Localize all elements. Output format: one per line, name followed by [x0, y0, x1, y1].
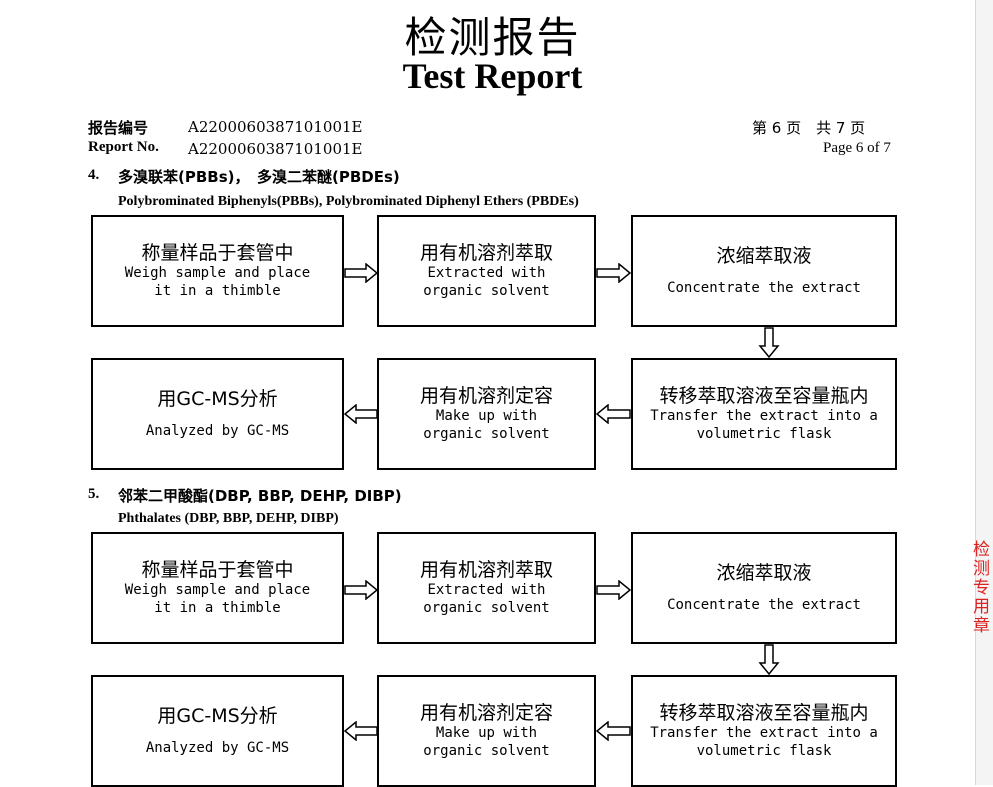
flow-step-concentrate: 浓缩萃取液 Concentrate the extract	[631, 532, 897, 644]
step-label-cn: 用有机溶剂萃取	[419, 241, 553, 264]
section-title-en: Phthalates (DBP, BBP, DEHP, DIBP)	[118, 511, 339, 526]
step-label-cn: 称量样品于套管中	[141, 241, 294, 264]
step-label-en: Weigh sample and place it in a thimble	[124, 264, 311, 299]
section-title-en: Polybrominated Biphenyls(PBBs), Polybrom…	[118, 194, 579, 209]
report-no-value: A2200060387101001E	[188, 118, 363, 136]
section-title-cn: 多溴联苯(PBBs)， 多溴二苯醚(PBDEs)	[118, 168, 400, 186]
step-label-cn: 浓缩萃取液	[716, 561, 812, 584]
arrow-left-icon	[596, 721, 631, 741]
step-label-en: Weigh sample and place it in a thimble	[124, 581, 311, 616]
arrow-right-icon	[344, 263, 378, 283]
arrow-left-icon	[344, 404, 378, 424]
step-label-cn: 转移萃取溶液至容量瓶内	[659, 384, 869, 407]
report-no-label-en: Report No.	[88, 139, 159, 155]
step-label-cn: 浓缩萃取液	[716, 244, 812, 267]
arrow-left-icon	[344, 721, 378, 741]
step-label-en: Concentrate the extract	[667, 279, 861, 296]
step-label-en: Analyzed by GC-MS	[145, 739, 290, 756]
step-label-en: Transfer the extract into a volumetric f…	[650, 724, 878, 759]
flow-step-make-up: 用有机溶剂定容 Make up with organic solvent	[377, 675, 596, 787]
step-label-cn: 用GC-MS分析	[157, 704, 278, 727]
step-label-en: Make up with organic solvent	[423, 724, 550, 759]
section-number: 4.	[88, 167, 100, 183]
flow-step-extract: 用有机溶剂萃取 Extracted with organic solvent	[377, 532, 596, 644]
page-indicator-cn: 第 6 页 共 7 页	[752, 119, 866, 137]
step-label-en: Make up with organic solvent	[423, 407, 550, 442]
arrow-down-icon	[758, 327, 780, 358]
report-title-en: Test Report	[402, 56, 583, 96]
step-label-cn: 用有机溶剂定容	[419, 384, 553, 407]
arrow-right-icon	[596, 263, 631, 283]
step-label-cn: 转移萃取溶液至容量瓶内	[659, 701, 869, 724]
step-label-en: Concentrate the extract	[667, 596, 861, 613]
step-label-en: Extracted with organic solvent	[423, 264, 550, 299]
arrow-down-icon	[758, 644, 780, 675]
step-label-cn: 称量样品于套管中	[141, 558, 294, 581]
report-title-cn: 检测报告	[404, 13, 581, 62]
step-label-en: Transfer the extract into a volumetric f…	[650, 407, 878, 442]
flow-step-weigh: 称量样品于套管中 Weigh sample and place it in a …	[91, 215, 344, 327]
flow-step-analyze: 用GC-MS分析 Analyzed by GC-MS	[91, 358, 344, 470]
step-label-cn: 用有机溶剂定容	[419, 701, 553, 724]
step-label-cn: 用GC-MS分析	[157, 387, 278, 410]
flow-step-weigh: 称量样品于套管中 Weigh sample and place it in a …	[91, 532, 344, 644]
inspection-seal-fragment: 检测专用章	[969, 540, 989, 635]
section-title-cn: 邻苯二甲酸酯(DBP, BBP, DEHP, DIBP)	[118, 487, 402, 505]
arrow-right-icon	[344, 580, 378, 600]
step-label-en: Analyzed by GC-MS	[145, 422, 290, 439]
flow-step-concentrate: 浓缩萃取液 Concentrate the extract	[631, 215, 897, 327]
step-label-cn: 用有机溶剂萃取	[419, 558, 553, 581]
report-no-value-en: A2200060387101001E	[188, 140, 363, 158]
flow-step-make-up: 用有机溶剂定容 Make up with organic solvent	[377, 358, 596, 470]
report-no-label-cn: 报告编号	[88, 119, 149, 137]
viewer-scroll-gutter[interactable]	[975, 0, 993, 785]
arrow-right-icon	[596, 580, 631, 600]
step-label-en: Extracted with organic solvent	[423, 581, 550, 616]
arrow-left-icon	[596, 404, 631, 424]
flow-step-transfer: 转移萃取溶液至容量瓶内 Transfer the extract into a …	[631, 675, 897, 787]
page-indicator-en: Page 6 of 7	[823, 140, 891, 156]
section-number: 5.	[88, 486, 100, 502]
flow-step-analyze: 用GC-MS分析 Analyzed by GC-MS	[91, 675, 344, 787]
flow-step-extract: 用有机溶剂萃取 Extracted with organic solvent	[377, 215, 596, 327]
flow-step-transfer: 转移萃取溶液至容量瓶内 Transfer the extract into a …	[631, 358, 897, 470]
